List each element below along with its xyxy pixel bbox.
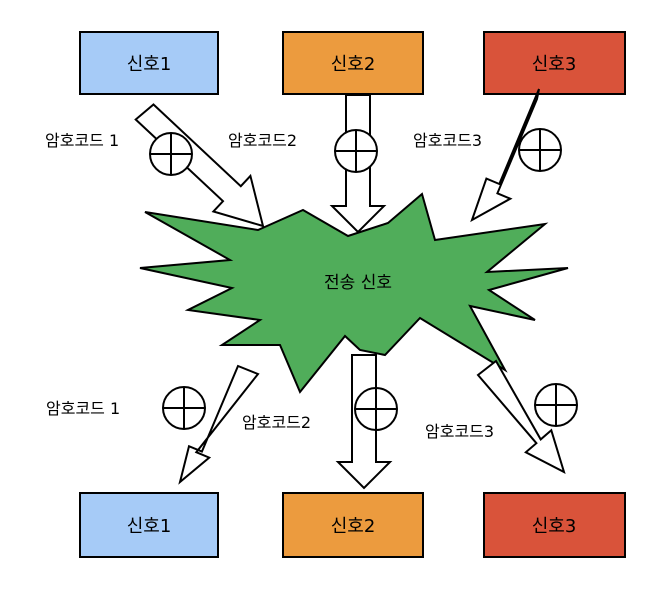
top-xor-2-icon [334,129,378,173]
top-signal-1: 신호1 [79,31,219,95]
top-signal-2-box [282,31,424,95]
bottom-code-2-label: 암호코드2 [242,413,311,432]
bottom-right-arrow-icon [476,359,566,474]
top-xor-3-icon [518,128,562,172]
top-code-3-label: 암호코드3 [413,131,482,150]
top-signal-3: 신호3 [483,31,626,95]
transmission-burst [139,192,569,394]
bottom-signal-1-label: 신호1 [127,516,172,537]
top-signal-2-label: 신호2 [331,54,376,75]
top-signal-2: 신호2 [282,31,424,95]
top-signal-1-label: 신호1 [127,54,172,75]
bottom-signal-2: 신호2 [282,492,424,558]
top-signal-1-box [79,31,219,95]
top-signal-3-label: 신호3 [532,54,577,75]
bottom-xor-3-icon [534,383,578,427]
top-code-2-label: 암호코드2 [228,131,297,150]
bottom-signal-1-box [79,492,219,558]
transmission-label: 전송 신호 [324,273,392,293]
top-code-1-label: 암호코드 1 [45,131,119,150]
bottom-signal-3: 신호3 [483,492,626,558]
top-right-arrow-icon [470,88,540,223]
top-signal-3-box [483,31,626,95]
bottom-left-arrow-icon [178,364,260,485]
bottom-signal-2-box [282,492,424,558]
bottom-xor-2-icon [354,387,398,431]
bottom-signal-1: 신호1 [79,492,219,558]
bottom-signal-2-label: 신호2 [331,516,376,537]
bottom-code-1-label: 암호코드 1 [46,399,120,418]
bottom-signal-3-box [483,492,626,558]
bottom-code-3-label: 암호코드3 [425,422,494,441]
bottom-signal-3-label: 신호3 [532,516,577,537]
bottom-xor-1-icon [162,386,206,430]
top-xor-1-icon [149,132,193,176]
